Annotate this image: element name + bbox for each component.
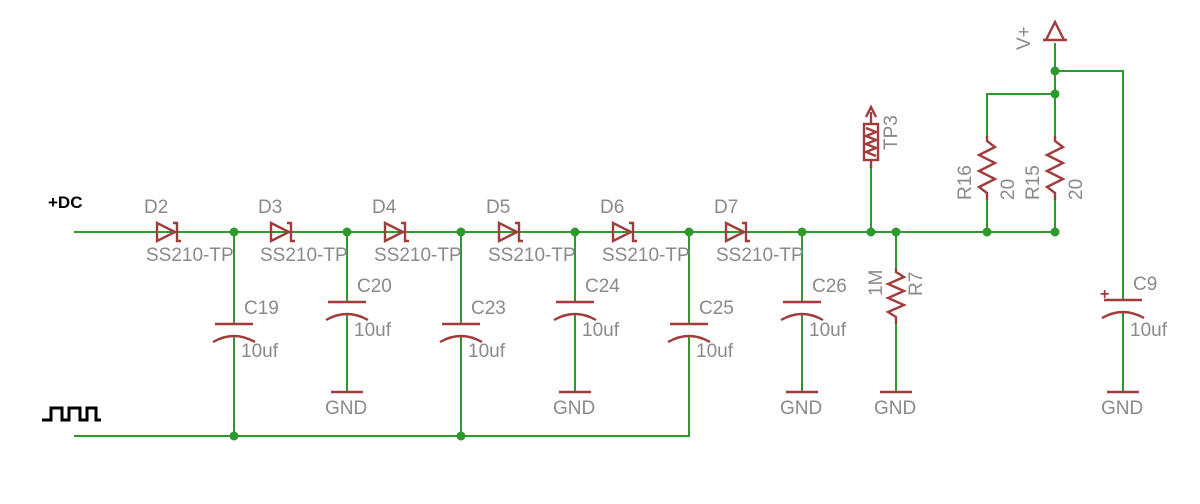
c26-value-label: 10uf (809, 320, 847, 341)
junction-dot (456, 431, 466, 441)
d3-ref-label: D3 (258, 197, 282, 218)
c20-value-label: 10uf (354, 320, 392, 341)
schottky-bar-icon (742, 221, 750, 243)
c23-ref-label: C23 (471, 298, 506, 319)
c24-value-label: 10uf (582, 320, 620, 341)
junction-dot (866, 227, 876, 237)
test-point-tp3 (862, 104, 880, 168)
c23-value-label: 10uf (468, 341, 506, 362)
junction-dot (1050, 227, 1060, 237)
schottky-bar-icon (287, 221, 295, 243)
capacitor-c23 (439, 322, 483, 344)
resistor-r7-icon (885, 268, 907, 324)
d4-ref-label: D4 (372, 197, 397, 218)
junction-dot (570, 227, 580, 237)
r7-value-label: 1M (866, 270, 887, 296)
diode-symbol-icon (611, 221, 634, 243)
c19-ref-label: C19 (244, 298, 279, 319)
junction-dot (684, 227, 694, 237)
d3-value-label: SS210-TP (260, 245, 348, 266)
junction-dot (229, 227, 239, 237)
r16-ref-label: R16 (955, 165, 976, 200)
r16-value-label: 20 (998, 179, 1019, 200)
c20-gnd-label: GND (325, 398, 367, 419)
diode-symbol-icon (383, 221, 406, 243)
resistor-r15-icon (1044, 136, 1066, 200)
d5-ref-label: D5 (486, 197, 510, 218)
schottky-bar-icon (401, 221, 409, 243)
diode-symbol-icon (155, 221, 178, 243)
diode-symbol-icon (724, 221, 747, 243)
cap-curved-plate-icon (553, 312, 597, 322)
junction-dot (342, 227, 352, 237)
d6-value-label: SS210-TP (602, 245, 690, 266)
capacitor-c24 (553, 300, 597, 322)
junction-dot (982, 227, 992, 237)
d5-value-label: SS210-TP (488, 245, 576, 266)
supply-arrow-icon (1044, 19, 1066, 41)
cap-curved-plate-icon (1101, 310, 1145, 320)
resistor-r16-icon (976, 136, 998, 200)
c25-value-label: 10uf (696, 341, 734, 362)
diode-d7 (724, 221, 750, 243)
c25-ref-label: C25 (699, 298, 734, 319)
d7-value-label: SS210-TP (716, 245, 804, 266)
capacitor-c19 (212, 322, 256, 344)
vplus-label: V+ (1014, 26, 1035, 50)
junction-dot (229, 431, 239, 441)
wires (74, 43, 1124, 437)
diode-d3 (269, 221, 295, 243)
junction-dot (1050, 89, 1060, 99)
dc-input-label: +DC (48, 193, 82, 212)
c9-polarity-label: + (1100, 286, 1109, 303)
d2-value-label: SS210-TP (146, 245, 234, 266)
cap-curved-plate-icon (667, 334, 711, 344)
c9-value-label: 10uf (1130, 320, 1168, 341)
capacitor-c26 (780, 300, 824, 322)
cap-curved-plate-icon (780, 312, 824, 322)
c26-ref-label: C26 (812, 276, 847, 297)
c24-gnd-label: GND (553, 398, 595, 419)
d6-ref-label: D6 (600, 197, 624, 218)
junctions (229, 66, 1060, 441)
capacitor-c25 (667, 322, 711, 344)
c26-gnd-label: GND (780, 398, 822, 419)
junction-dot (1050, 66, 1060, 76)
schottky-bar-icon (515, 221, 523, 243)
diode-d2 (155, 221, 181, 243)
tp-tip-icon (864, 104, 878, 118)
diode-d5 (497, 221, 523, 243)
junction-dot (891, 227, 901, 237)
schottky-bar-icon (173, 221, 181, 243)
c19-value-label: 10uf (241, 341, 279, 362)
capacitor-c20 (325, 300, 369, 322)
r15-value-label: 20 (1066, 179, 1087, 200)
tp-coil-icon (862, 126, 880, 158)
diode-d6 (611, 221, 637, 243)
square-wave-icon (42, 406, 101, 422)
d2-ref-label: D2 (144, 197, 168, 218)
capacitor-c9 (1101, 298, 1145, 320)
r7-gnd-label: GND (874, 398, 916, 419)
diode-d4 (383, 221, 409, 243)
d7-ref-label: D7 (714, 197, 738, 218)
schottky-bar-icon (629, 221, 637, 243)
c9-gnd-label: GND (1101, 398, 1143, 419)
r15-ref-label: R15 (1023, 165, 1044, 200)
r7-ref-label: R7 (906, 272, 927, 296)
junction-dot (456, 227, 466, 237)
diode-symbol-icon (269, 221, 292, 243)
diode-symbol-icon (497, 221, 520, 243)
vplus-supply-symbol (1043, 19, 1067, 42)
c9-ref-label: C9 (1133, 274, 1157, 295)
c20-ref-label: C20 (357, 276, 392, 297)
junction-dot (797, 227, 807, 237)
tp3-ref-label: TP3 (881, 115, 902, 150)
d4-value-label: SS210-TP (374, 245, 462, 266)
cap-curved-plate-icon (212, 334, 256, 344)
cap-curved-plate-icon (325, 312, 369, 322)
cap-curved-plate-icon (439, 334, 483, 344)
c24-ref-label: C24 (585, 276, 620, 297)
